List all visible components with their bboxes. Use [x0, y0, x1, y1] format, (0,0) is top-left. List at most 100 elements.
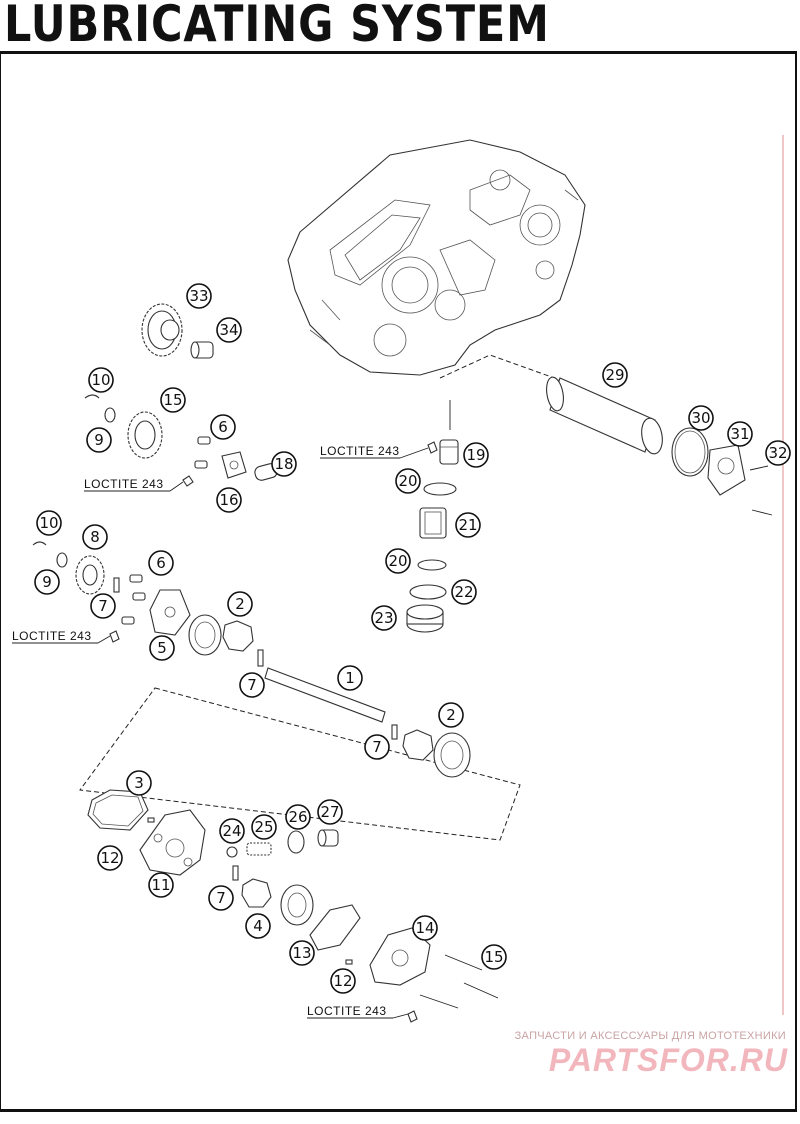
circlip-10-lower — [32, 541, 47, 546]
cover-plate-5 — [149, 589, 191, 636]
svg-text:30: 30 — [691, 409, 710, 427]
svg-text:1: 1 — [345, 669, 355, 687]
svg-text:31: 31 — [730, 425, 749, 443]
ring-23 — [409, 584, 447, 600]
pump-cover-14 — [369, 927, 431, 986]
oil-filter-29 — [546, 376, 663, 455]
page-title: LUBRICATING SYSTEM — [4, 0, 550, 53]
callout-10-lower: 10 — [36, 510, 62, 536]
callout-19: 18 — [271, 451, 297, 477]
svg-text:26: 26 — [288, 808, 307, 826]
svg-text:LOCTITE 243: LOCTITE 243 — [307, 1004, 387, 1018]
callout-2-left: 2 — [227, 591, 253, 617]
note-loctite-3: LOCTITE 243 — [12, 629, 111, 644]
svg-text:6: 6 — [156, 554, 166, 572]
callout-23: 22 — [451, 579, 477, 605]
callout-12-upper: 12 — [97, 845, 123, 871]
callout-13: 13 — [289, 940, 315, 966]
svg-text:27: 27 — [320, 803, 339, 821]
callout-7-d: 7 — [208, 885, 234, 911]
gasket-13 — [309, 904, 361, 951]
callout-18: 16 — [216, 487, 242, 513]
gasket-3 — [87, 789, 149, 831]
svg-text:21: 21 — [458, 516, 477, 534]
callout-33: 33 — [186, 283, 212, 309]
callout-6-lower: 6 — [148, 550, 174, 576]
callout-34: 34 — [216, 317, 242, 343]
svg-text:9: 9 — [94, 431, 104, 449]
svg-text:12: 12 — [100, 849, 119, 867]
screen-22 — [419, 507, 447, 539]
pin-12-lower — [345, 959, 353, 965]
callout-27: 26 — [285, 804, 311, 830]
svg-text:12: 12 — [333, 972, 352, 990]
pin-7-d — [232, 865, 239, 881]
svg-text:5: 5 — [157, 639, 167, 657]
plug-24 — [406, 604, 444, 633]
svg-text:4: 4 — [253, 917, 263, 935]
pump-housing-11 — [139, 809, 206, 876]
callout-7-a: 7 — [90, 593, 116, 619]
filter-cover-31 — [707, 444, 746, 496]
callout-25: 24 — [219, 818, 245, 844]
svg-text:22: 22 — [454, 583, 473, 601]
washer-27 — [287, 830, 305, 854]
svg-text:10: 10 — [91, 371, 110, 389]
svg-text:25: 25 — [254, 818, 273, 836]
callout-26: 25 — [251, 814, 277, 840]
alignment-line-filter — [439, 354, 561, 381]
svg-text:34: 34 — [219, 321, 238, 339]
svg-text:11: 11 — [151, 876, 170, 894]
svg-text:7: 7 — [98, 597, 108, 615]
callout-22: 21 — [455, 512, 481, 538]
svg-text:2: 2 — [235, 595, 245, 613]
diagram-frame — [0, 51, 797, 1112]
svg-text:19: 19 — [466, 446, 485, 464]
pin-7-a — [113, 577, 120, 593]
callout-12-lower: 12 — [330, 968, 356, 994]
screws-32 — [749, 465, 773, 516]
o-ring-21-upper — [423, 482, 457, 496]
callout-11: 11 — [148, 872, 174, 898]
shaft-1 — [264, 667, 386, 723]
pin-12-upper — [147, 817, 155, 823]
callout-28: 27 — [317, 799, 343, 825]
gear-8 — [75, 555, 105, 595]
callout-31: 31 — [727, 421, 753, 447]
note-loctite-4: LOCTITE 243 — [307, 1004, 409, 1019]
svg-text:16: 16 — [219, 491, 238, 509]
svg-text:6: 6 — [218, 418, 228, 436]
callout-9: 9 — [86, 427, 112, 453]
callout-9-lower: 9 — [34, 569, 60, 595]
note-loctite-1: LOCTITE 243 — [320, 444, 429, 459]
svg-text:10: 10 — [39, 514, 58, 532]
crankcase — [287, 139, 586, 376]
note-loctite-2: LOCTITE 243 — [84, 477, 184, 492]
callout-7-c: 7 — [364, 734, 390, 760]
dowel-loctite-upper — [182, 475, 194, 487]
watermark-brand: PARTSFOR.RU — [548, 1042, 788, 1078]
svg-text:LOCTITE 243: LOCTITE 243 — [12, 629, 92, 643]
watermark-subtitle: ЗАПЧАСТИ И АКСЕССУАРЫ ДЛЯ МОТОТЕХНИКИ — [514, 1030, 786, 1042]
svg-text:33: 33 — [189, 287, 208, 305]
circlip-10-upper — [84, 394, 100, 399]
svg-text:9: 9 — [42, 573, 52, 591]
rotor-2-right — [402, 729, 471, 778]
callout-6: 6 — [210, 414, 236, 440]
svg-text:18: 18 — [274, 455, 293, 473]
washer-9-lower — [56, 552, 68, 568]
svg-text:7: 7 — [216, 889, 226, 907]
dowel-loctite-lower — [109, 630, 120, 643]
callout-14: 14 — [412, 915, 438, 941]
pin-7-b — [257, 649, 264, 667]
oil-screen-20 — [439, 439, 459, 465]
callout-3: 3 — [126, 770, 152, 796]
callout-30: 30 — [688, 405, 714, 431]
callout-24: 23 — [371, 605, 397, 631]
callout-10: 10 — [88, 367, 114, 393]
callout-5: 5 — [149, 635, 175, 661]
bushing-34 — [190, 341, 214, 359]
svg-text:32: 32 — [768, 444, 787, 462]
svg-text:13: 13 — [292, 944, 311, 962]
callout-1: 1 — [337, 665, 363, 691]
